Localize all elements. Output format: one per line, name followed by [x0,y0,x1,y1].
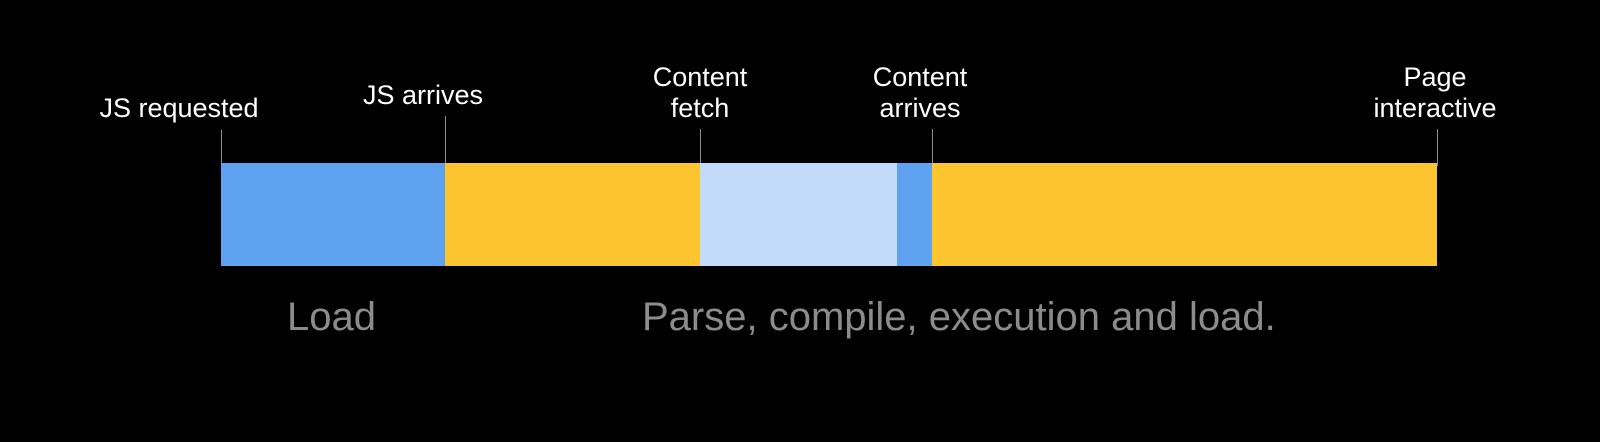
bar-segment-content-waiting [700,163,897,266]
marker-content-fetch-line-1: Content [652,62,748,92]
marker-content-arrives-line-2: arrives [879,93,961,123]
bar-segment-final-processing [932,163,1437,266]
tick-content-arrives [932,129,933,166]
tick-js-arrives [445,116,446,166]
marker-content-fetch-line-2: fetch [670,93,730,123]
marker-js-arrives-line-1: JS arrives [362,80,484,110]
bar-segment-content-download [897,163,932,266]
marker-js-requested: JS requested [86,93,272,124]
marker-content-arrives: Content arrives [855,62,985,124]
phase-label-parse-compile-execute: Parse, compile, execution and load. [642,295,1276,339]
marker-page-interactive: Page interactive [1350,62,1520,124]
tick-js-requested [221,130,222,166]
bar-segment-js-processing [445,163,700,266]
tick-page-interactive [1437,129,1438,166]
marker-page-interactive-line-1: Page [1403,62,1467,92]
marker-content-fetch: Content fetch [640,62,760,124]
phase-label-load: Load [287,295,376,339]
bar-segment-js-download [221,163,445,266]
marker-js-arrives: JS arrives [352,80,494,111]
marker-page-interactive-line-2: interactive [1373,93,1497,123]
tick-content-fetch [700,129,701,166]
marker-content-arrives-line-1: Content [872,62,968,92]
marker-js-requested-line-1: JS requested [99,93,259,123]
